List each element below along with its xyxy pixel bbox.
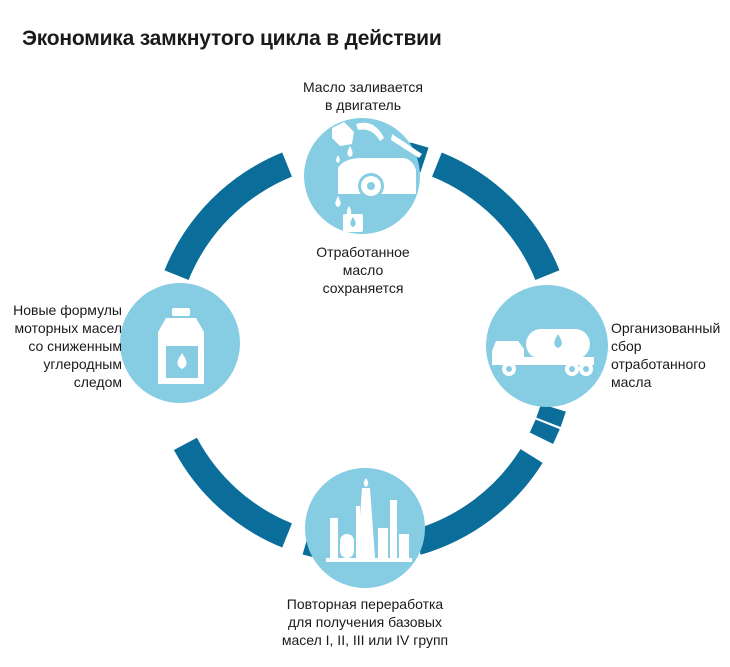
- page-title: Экономика замкнутого цикла в действии: [22, 27, 442, 50]
- stage-left: [120, 283, 240, 403]
- dash-bottom-right-2: [529, 419, 560, 445]
- stage-right-label: Организованный сбор отработанного масла: [611, 320, 721, 390]
- oil-canister-icon: [158, 308, 204, 384]
- arc-top-right: [432, 152, 560, 280]
- arc-bottom-left: [173, 437, 292, 548]
- stage-right: [486, 285, 608, 407]
- car-oil-icon: [332, 122, 422, 232]
- arc-bottom-right: [413, 449, 543, 555]
- cycle-arcs: [164, 152, 560, 555]
- tanker-truck-icon: [492, 329, 594, 376]
- stage-bottom: [305, 468, 425, 588]
- refinery-icon: [326, 478, 412, 562]
- stage-left-label: Новые формулы моторных масел со сниженны…: [13, 302, 122, 390]
- stage-bottom-label: Повторная переработка для получения базо…: [281, 596, 449, 648]
- stage-top: [304, 118, 422, 234]
- stage-top-label-below: Отработанное масло сохраняется: [316, 244, 410, 296]
- stage-top-label-above: Масло заливается в двигатель: [302, 79, 424, 113]
- arc-top-left: [164, 152, 292, 280]
- dash-bottom-right-1: [536, 404, 566, 428]
